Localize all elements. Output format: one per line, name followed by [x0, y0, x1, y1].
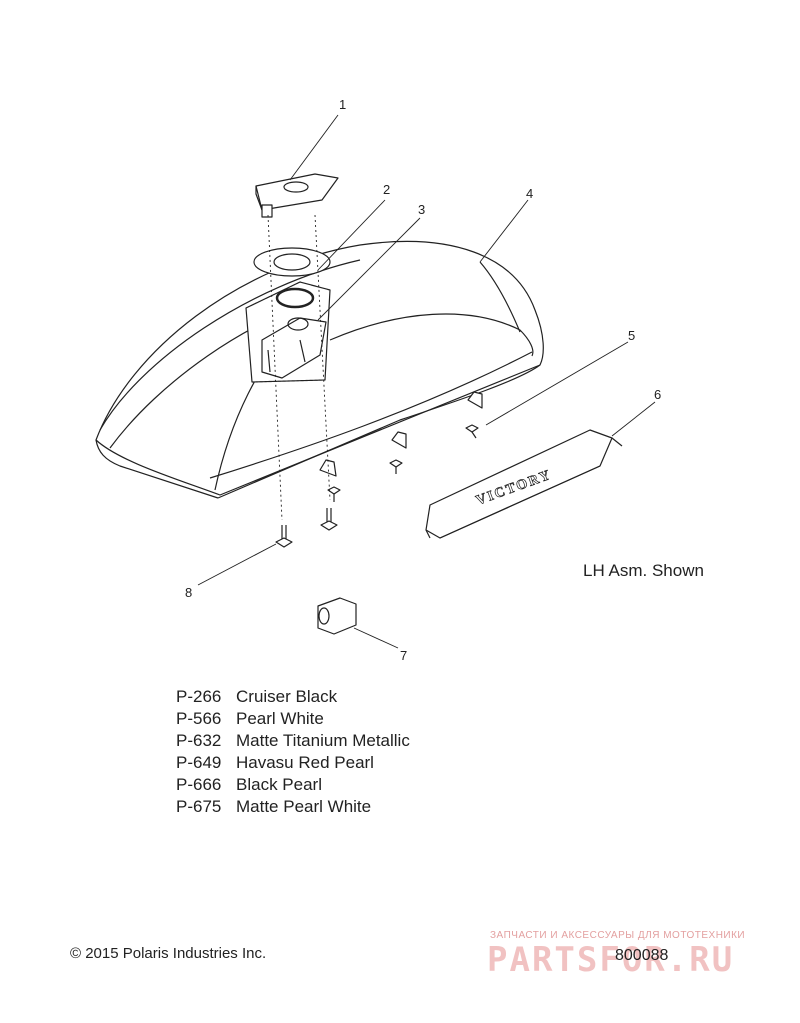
callout-4: 4	[526, 186, 533, 201]
bumper-shape	[317, 597, 357, 635]
paint-name: Matte Titanium Metallic	[236, 731, 410, 750]
paint-name: Cruiser Black	[236, 687, 338, 706]
paint-name: Pearl White	[236, 709, 324, 728]
bolt-shapes	[275, 508, 338, 548]
paint-code-item: P-266 Cruiser Black	[176, 686, 410, 708]
paint-code-item: P-675 Matte Pearl White	[176, 796, 410, 818]
paint-code: P-666	[176, 775, 222, 794]
paint-code: P-632	[176, 731, 222, 750]
paint-code: P-649	[176, 753, 222, 772]
screw-shapes	[327, 424, 479, 502]
paint-name: Matte Pearl White	[236, 797, 372, 816]
callout-6: 6	[654, 387, 661, 402]
callout-5: 5	[628, 328, 635, 343]
paint-code: P-266	[176, 687, 222, 706]
paint-code-list: P-266 Cruiser Black P-566 Pearl White P-63…	[176, 686, 410, 818]
paint-code: P-675	[176, 797, 222, 816]
fuel-cap-shape	[255, 173, 339, 218]
paint-code-item: P-666 Black Pearl	[176, 774, 410, 796]
callout-8: 8	[185, 585, 192, 600]
latch-assembly-shape	[261, 317, 327, 379]
emblem-shape	[425, 429, 623, 539]
callout-2: 2	[383, 182, 390, 197]
paint-name: Havasu Red Pearl	[236, 753, 374, 772]
gasket-shape	[275, 287, 315, 309]
paint-code-item: P-632 Matte Titanium Metallic	[176, 730, 410, 752]
watermark-tagline: ЗАПЧАСТИ И АКСЕССУАРЫ ДЛЯ МОТОТЕХНИКИ	[490, 930, 746, 941]
paint-name: Black Pearl	[236, 775, 322, 794]
callout-3: 3	[418, 202, 425, 217]
diagram-number: 800088	[615, 947, 669, 964]
paint-code-item: P-566 Pearl White	[176, 708, 410, 730]
assembly-side-note: LH Asm. Shown	[583, 561, 704, 580]
watermark-logo: PARTSFOR.RU	[487, 940, 735, 980]
paint-code-item: P-649 Havasu Red Pearl	[176, 752, 410, 774]
callout-1: 1	[339, 97, 346, 112]
copyright-notice: © 2015 Polaris Industries Inc.	[70, 945, 267, 962]
callout-7: 7	[400, 648, 407, 663]
paint-code: P-566	[176, 709, 222, 728]
